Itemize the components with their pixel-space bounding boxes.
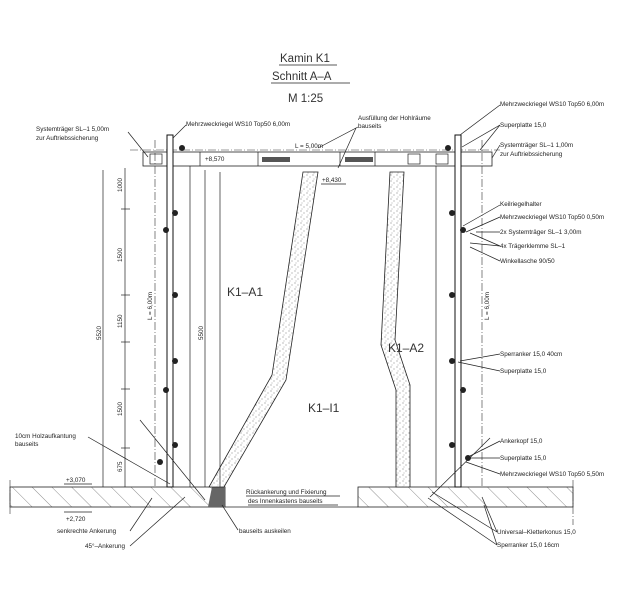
drawing-title: Kamin K1 Schnitt A–A M 1:25 <box>271 53 350 105</box>
note-systemtraeger-1: Systemträger SL–1 5,00m <box>36 126 109 133</box>
formwork-profiles: L = 6,00m L = 6,00m <box>139 134 491 501</box>
title-line2: Schnitt A–A <box>272 71 332 83</box>
profile-right-length: L = 6,00m <box>484 292 491 320</box>
dim-total: 5520 <box>96 325 103 340</box>
level-top-left: +8,570 <box>205 156 225 163</box>
zone-k1-a2: K1–A2 <box>388 341 424 355</box>
note-right-11: Ankerkopf 15,0 <box>500 438 543 445</box>
note-right-15: Sperranker 15,0 16cm <box>497 542 559 549</box>
concrete-walls <box>208 171 411 488</box>
note-right-4: Keilriegelhalter <box>500 201 542 208</box>
note-right-7: 4x Trägerklemme SL–1 <box>500 243 566 250</box>
zone-k1-i1: K1–I1 <box>308 401 340 415</box>
level-slab-bottom: +2,720 <box>66 516 86 523</box>
note-ausfuellung-2: bauseits <box>358 123 381 130</box>
note-holz-2: bauseits <box>15 441 38 448</box>
note-rueck-2: des Innenkastens bauseits <box>248 498 323 505</box>
dim-seg5: 675 <box>117 461 124 472</box>
note-ausfuellung-1: Ausfüllung der Hohlräume <box>358 115 431 122</box>
note-senkrecht: senkrechte Ankerung <box>57 528 117 535</box>
dim-seg1: 1000 <box>117 177 124 192</box>
dimension-lines: 1000 1500 1150 1500 675 5520 5500 <box>96 168 221 487</box>
note-right-3: zur Auftriebssicherung <box>500 151 563 158</box>
note-mehrzweck-top: Mehrzweckriegel WS10 Top50 6,00m <box>186 121 290 128</box>
note-right-6: 2x Systemträger SL–1 3,00m <box>500 229 582 236</box>
level-top-mid: +8,430 <box>322 177 342 184</box>
note-right-13: Mehrzweckriegel WS10 Top50 5,50m <box>500 471 604 478</box>
note-right-1: Superplatte 15,0 <box>500 122 547 129</box>
note-auskeilen: bauseits auskeilen <box>239 528 291 535</box>
dim-inner: 5500 <box>198 325 205 340</box>
title-scale: M 1:25 <box>288 93 323 105</box>
level-slab-top: +3,070 <box>66 477 86 484</box>
note-right-9: Sperranker 15,0 40cm <box>500 351 562 358</box>
left-annotations: Systemträger SL–1 5,00m zur Auftriebssic… <box>15 115 431 550</box>
profile-left-length: L = 6,00m <box>147 292 154 320</box>
note-holz-1: 10cm Holzaufkantung <box>15 433 76 440</box>
note-right-14: Universal–Kletterkonus 15,0 <box>497 529 576 536</box>
top-beam: +8,570 L = 5,00m <box>130 143 500 167</box>
note-45-ankerung: 45°–Ankerung <box>85 542 125 550</box>
note-right-2: Systemträger SL–1 1,00m <box>500 142 573 149</box>
dim-seg4: 1500 <box>117 401 124 416</box>
note-right-5: Mehrzweckriegel WS10 Top50 0,50m <box>500 214 604 221</box>
title-line1: Kamin K1 <box>280 53 330 65</box>
dim-seg2: 1500 <box>117 247 124 262</box>
note-systemtraeger-2: zur Auftriebssicherung <box>36 135 99 142</box>
note-right-12: Superplatte 15,0 <box>500 455 547 462</box>
beam-length: L = 5,00m <box>295 143 323 150</box>
note-right-0: Mehrzweckriegel WS10 Top50 6,00m <box>500 101 604 108</box>
dim-seg3: 1150 <box>117 314 124 328</box>
right-annotations: Mehrzweckriegel WS10 Top50 6,00m Superpl… <box>427 101 604 549</box>
zone-k1-a1: K1–A1 <box>227 285 263 299</box>
ground-slabs <box>9 480 574 525</box>
note-right-8: Winkellasche 90/50 <box>500 258 555 265</box>
note-right-10: Superplatte 15,0 <box>500 368 547 375</box>
note-rueck-1: Rückankerung und Fixierung <box>246 489 327 496</box>
